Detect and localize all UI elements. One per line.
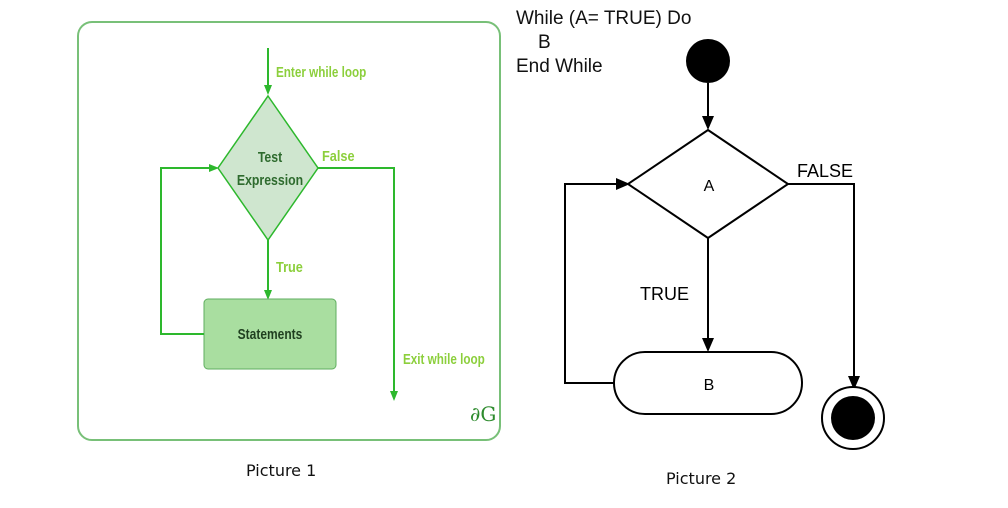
test-expression-label-line1: Test: [258, 149, 283, 165]
pseudocode-line-3: End While: [516, 56, 603, 77]
statements-label: Statements: [238, 326, 303, 343]
loop-back-path: [160, 164, 219, 335]
false-label-2: FALSE: [797, 161, 853, 181]
true-label-2: TRUE: [640, 284, 689, 304]
false-label: False: [322, 147, 355, 164]
gfg-logo: ∂G: [470, 402, 496, 426]
test-expression-label-line2: Expression: [237, 172, 303, 188]
enter-while-loop-label: Enter while loop: [276, 64, 366, 81]
picture-1-caption: Picture 1: [246, 461, 317, 480]
picture-2-caption: Picture 2: [666, 469, 737, 488]
end-node: [831, 396, 875, 440]
action-label: B: [704, 377, 715, 394]
loop-back-path-2: [564, 178, 630, 384]
true-label: True: [276, 258, 303, 275]
false-path-2: [788, 183, 860, 390]
decision-label: A: [704, 178, 715, 195]
start-node: [686, 39, 730, 83]
pseudocode-line-1: While (A= TRUE) Do: [516, 8, 692, 29]
pseudocode-line-2: B: [538, 32, 551, 53]
false-path: [318, 167, 398, 401]
exit-while-loop-label: Exit while loop: [403, 351, 485, 368]
